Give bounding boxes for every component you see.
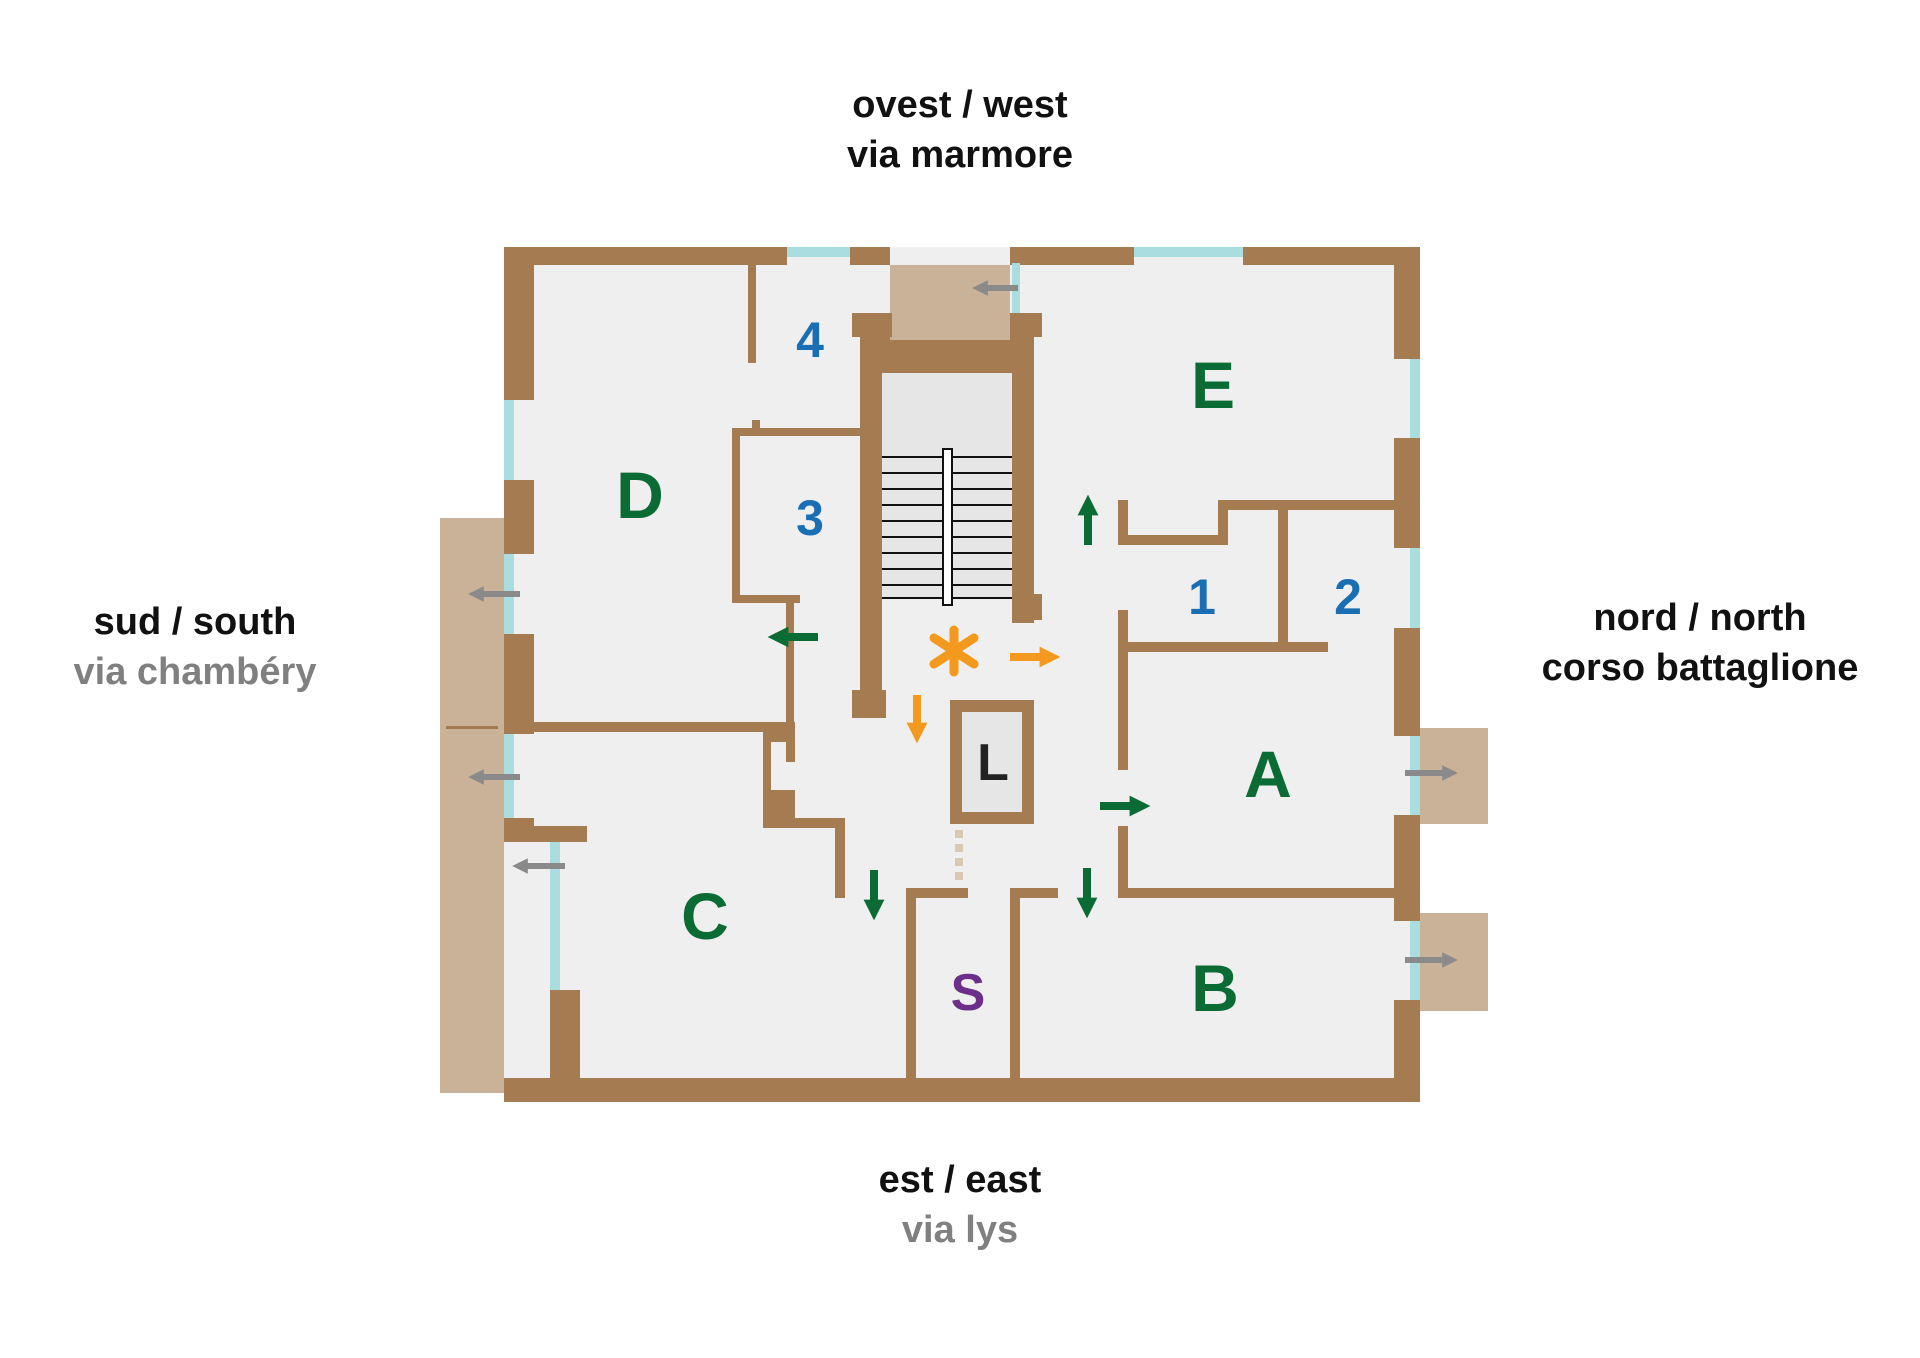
room-label-1: 1 [1188, 569, 1216, 625]
lift-label: L [977, 734, 1009, 792]
apartment-label-b: B [1191, 951, 1239, 1025]
compass-south: sud / south via chambéry [30, 597, 360, 697]
balcony-divider [446, 726, 498, 729]
asterisk-icon [929, 625, 979, 677]
compass-north: nord / north corso battaglione [1500, 593, 1900, 693]
interior-walls [534, 263, 1394, 1078]
compass-east: est / east via lys [760, 1155, 1160, 1255]
lift [950, 700, 1034, 824]
service-room-label: S [951, 964, 986, 1022]
room-label-4: 4 [796, 312, 824, 368]
street-label-west: via marmore [846, 134, 1073, 176]
staircase [882, 448, 1012, 606]
room-label-3: 3 [796, 490, 824, 546]
apartment-label-d: D [616, 458, 664, 532]
apartment-label-e: E [1191, 348, 1235, 422]
direction-label-north: nord / north [1593, 597, 1807, 639]
street-label-north: corso battaglione [1541, 647, 1859, 689]
direction-label-south: sud / south [93, 601, 297, 643]
exit-arrows [468, 280, 1458, 968]
lift-door-dashes [955, 830, 963, 880]
direction-label-west: ovest / west [852, 84, 1068, 126]
apartment-label-c: C [681, 879, 729, 953]
compass-west: ovest / west via marmore [740, 80, 1180, 180]
apartment-label-a: A [1244, 737, 1292, 811]
outer-walls [504, 247, 1420, 1102]
street-label-south: via chambéry [73, 651, 317, 693]
room-label-2: 2 [1334, 569, 1362, 625]
direction-label-east: est / east [878, 1159, 1042, 1201]
route-arrows [767, 494, 1151, 921]
street-label-east: via lys [901, 1209, 1019, 1251]
start-arrows [906, 646, 1061, 744]
